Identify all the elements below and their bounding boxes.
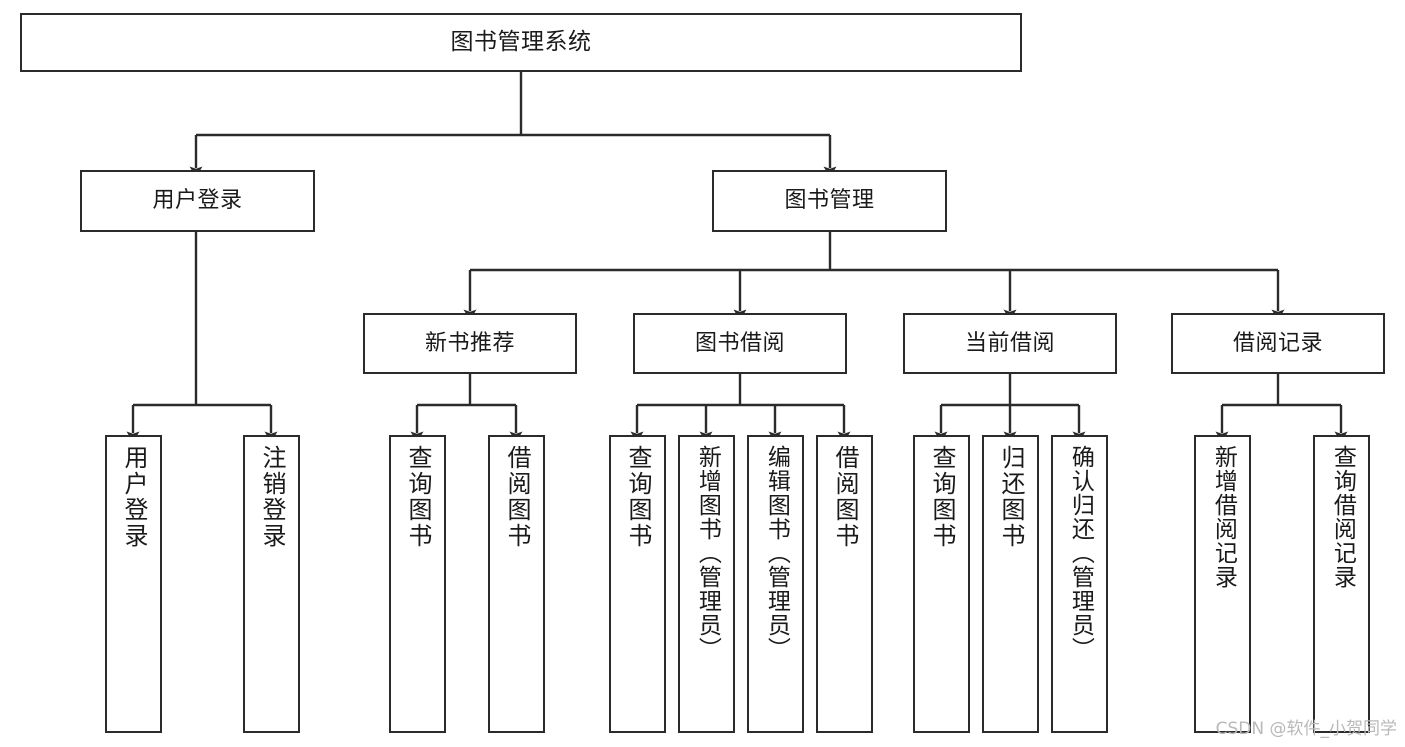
leaf-add-book-label: 新增图书（管理员） [694,445,721,661]
leaf-borrow-book-recommend-label: 借阅图书 [502,445,531,549]
leaf-edit-book-label: 编辑图书（管理员） [763,445,790,661]
leaf-return-book[interactable]: 归还图书 [982,435,1039,733]
node-user-login-label: 用户登录 [152,188,243,214]
leaf-user-login[interactable]: 用户登录 [105,435,162,733]
leaf-add-book[interactable]: 新增图书（管理员） [678,435,735,733]
leaf-add-borrow-record-label: 新增借阅记录 [1210,445,1237,589]
node-current-borrow[interactable]: 当前借阅 [903,313,1117,374]
leaf-query-borrow-record-label: 查询借阅记录 [1329,445,1356,589]
node-current-borrow-label: 当前借阅 [964,330,1055,356]
leaf-edit-book[interactable]: 编辑图书（管理员） [747,435,804,733]
node-root-label: 图书管理系统 [450,29,592,56]
leaf-borrow-book-label: 借阅图书 [830,445,859,549]
leaf-confirm-return-label: 确认归还（管理员） [1067,445,1094,661]
leaf-borrow-book-recommend[interactable]: 借阅图书 [488,435,545,733]
node-borrow-record[interactable]: 借阅记录 [1171,313,1385,374]
leaf-query-book-current-label: 查询图书 [927,445,956,549]
leaf-add-borrow-record[interactable]: 新增借阅记录 [1194,435,1251,733]
leaf-user-login-label: 用户登录 [119,445,148,549]
watermark: CSDN @软件_小贺同学 [1215,719,1397,739]
node-book-borrow-label: 图书借阅 [694,330,785,356]
leaf-query-book-recommend[interactable]: 查询图书 [389,435,446,733]
leaf-query-book-borrow[interactable]: 查询图书 [609,435,666,733]
leaf-logout[interactable]: 注销登录 [243,435,300,733]
leaf-query-borrow-record[interactable]: 查询借阅记录 [1313,435,1370,733]
node-borrow-record-label: 借阅记录 [1232,330,1323,356]
node-book-manage-label: 图书管理 [784,188,875,214]
leaf-borrow-book[interactable]: 借阅图书 [816,435,873,733]
leaf-query-book-recommend-label: 查询图书 [403,445,432,549]
node-user-login[interactable]: 用户登录 [80,170,315,232]
node-new-book-recommend-label: 新书推荐 [424,330,515,356]
node-book-borrow[interactable]: 图书借阅 [633,313,847,374]
node-new-book-recommend[interactable]: 新书推荐 [363,313,577,374]
node-root[interactable]: 图书管理系统 [20,13,1022,72]
leaf-confirm-return[interactable]: 确认归还（管理员） [1051,435,1108,733]
node-book-manage[interactable]: 图书管理 [712,170,947,232]
leaf-query-book-current[interactable]: 查询图书 [913,435,970,733]
leaf-logout-label: 注销登录 [257,445,286,549]
leaf-return-book-label: 归还图书 [996,445,1025,549]
leaf-query-book-borrow-label: 查询图书 [623,445,652,549]
